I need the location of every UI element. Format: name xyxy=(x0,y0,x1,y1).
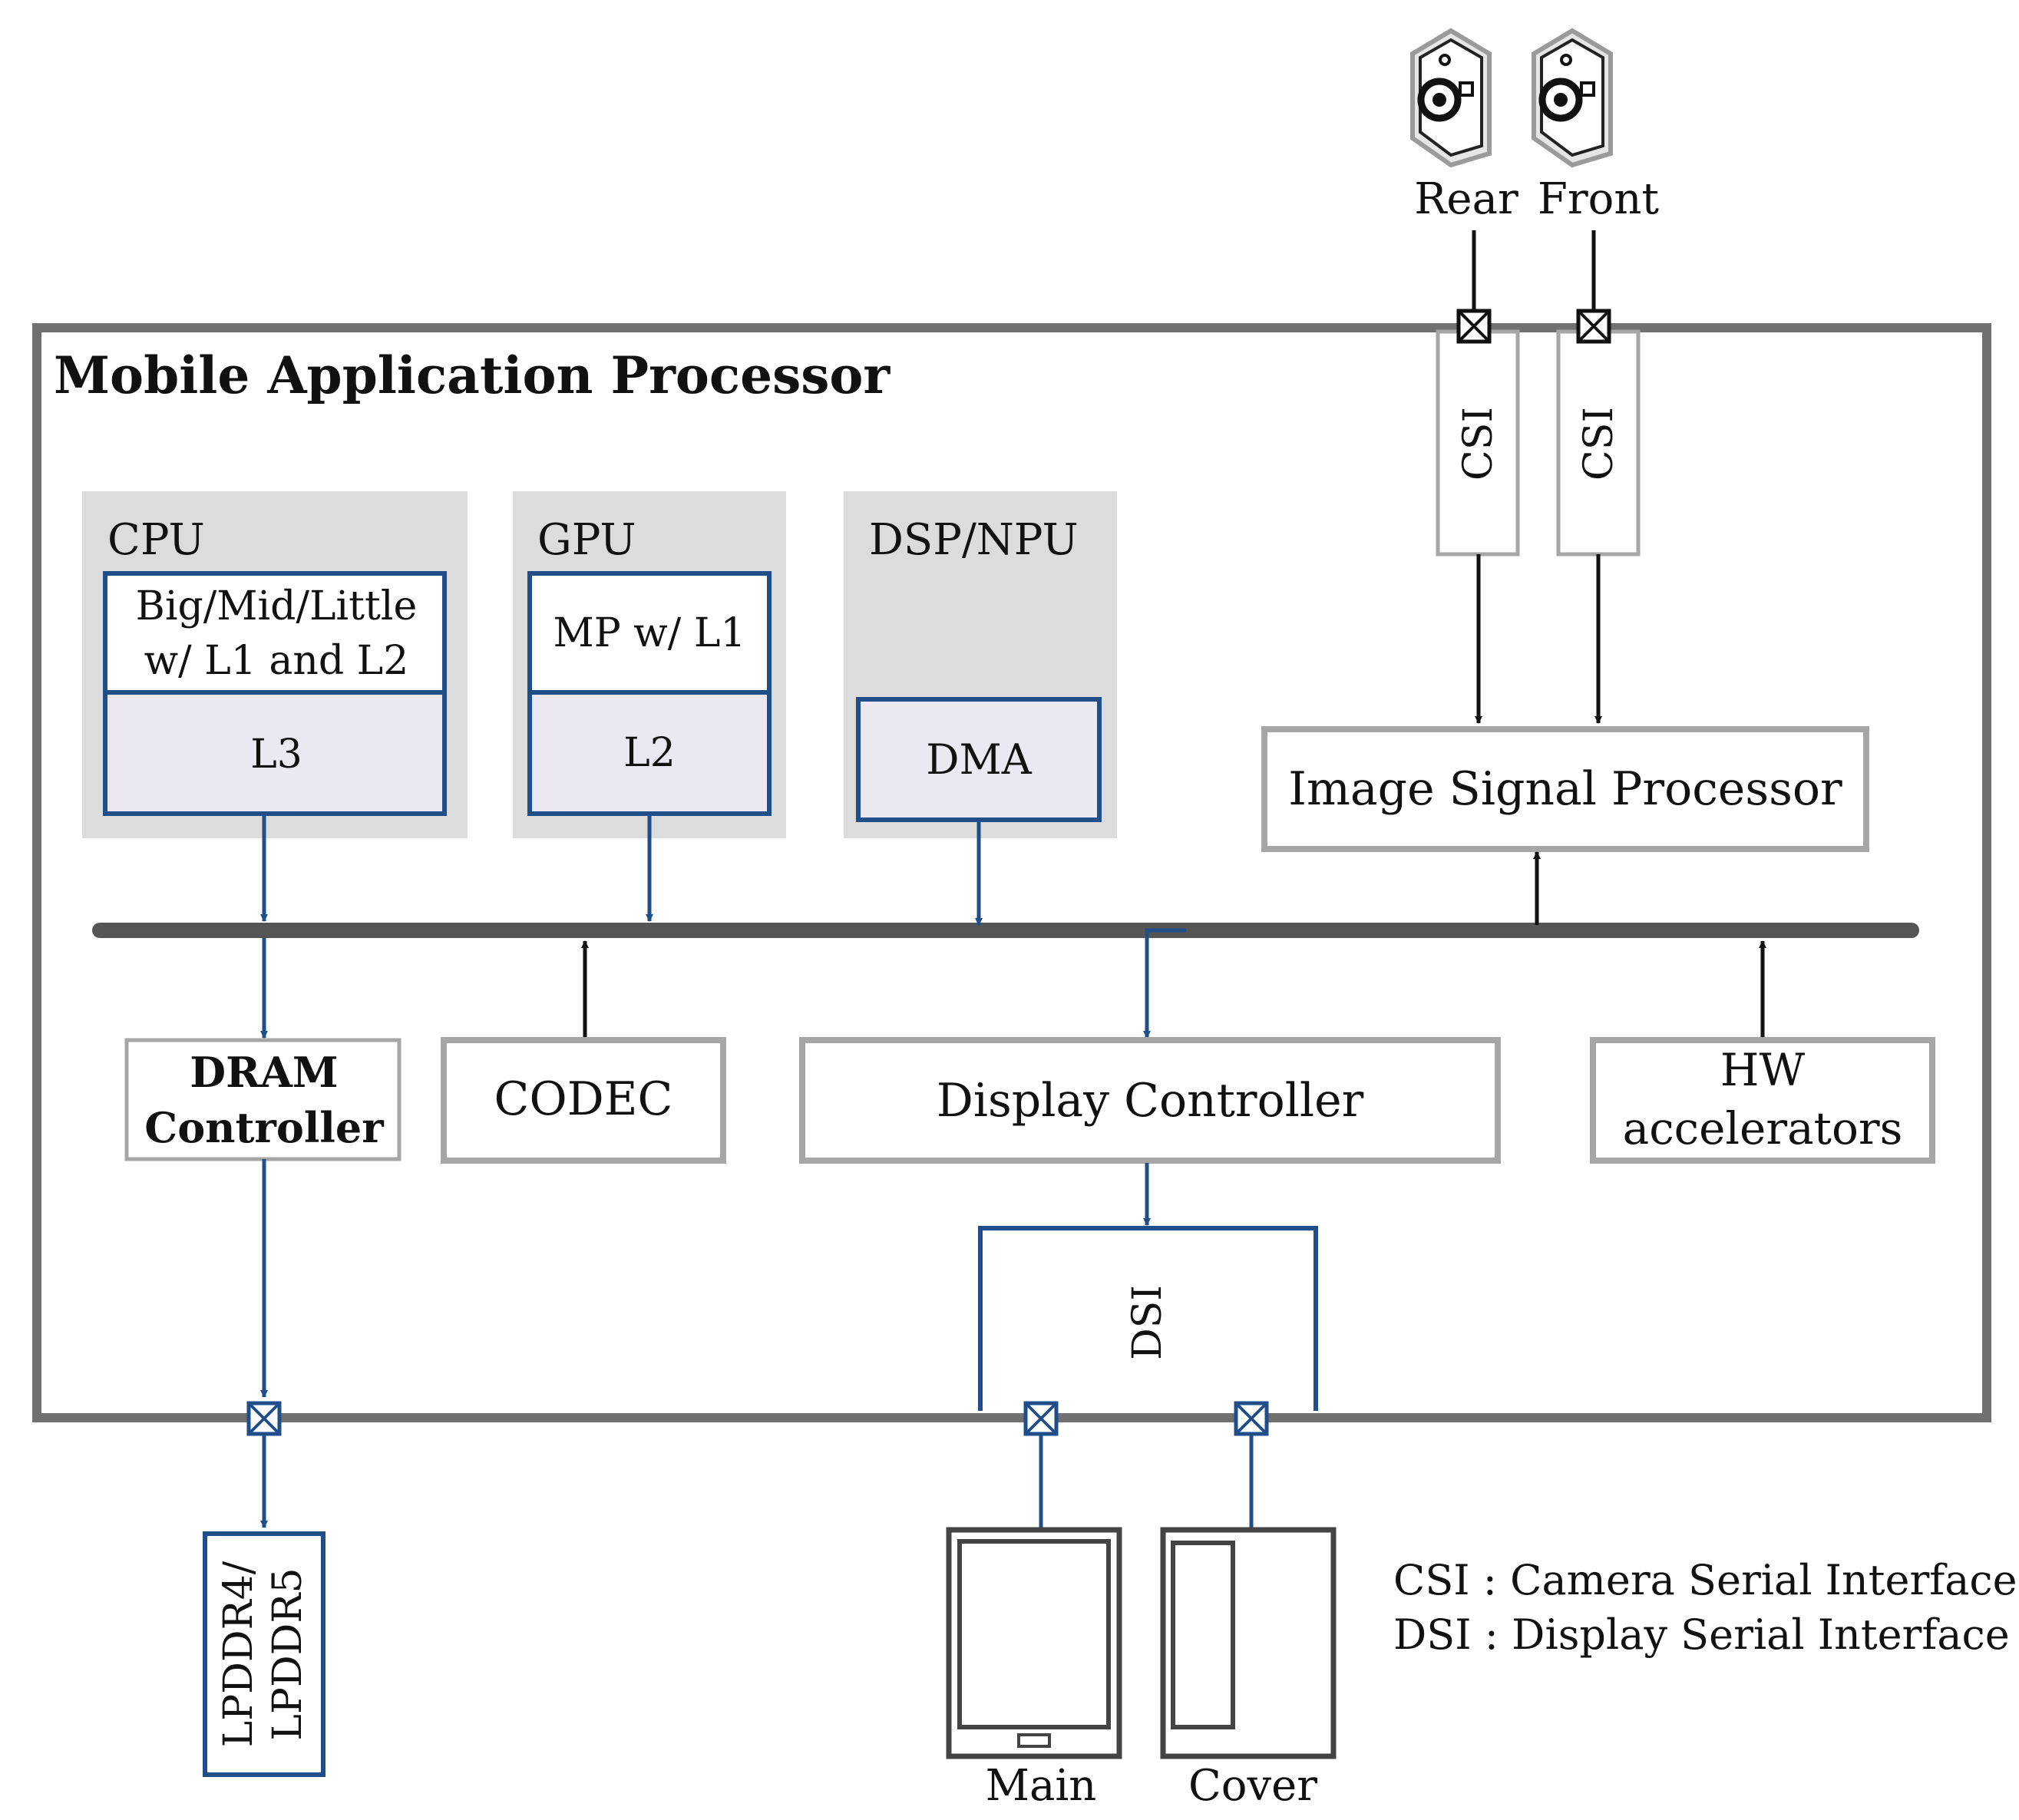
cpu-cores-line2: w/ L1 and L2 xyxy=(144,638,409,684)
dma-box xyxy=(856,697,1102,822)
dsp-npu-label: DSP/NPU xyxy=(869,515,1079,565)
cpu-l3-label: L3 xyxy=(250,732,302,778)
csi-front-label: CSI xyxy=(1576,407,1622,481)
dma-label: DMA xyxy=(926,735,1033,784)
cpu-cores-line1: Big/Mid/Little xyxy=(136,583,418,629)
lpddr-line1: LPDDR4/ xyxy=(216,1561,262,1747)
dram-pin xyxy=(246,1401,282,1436)
lpddr-line2: LPDDR5 xyxy=(265,1567,311,1740)
cpu-label: CPU xyxy=(107,515,205,565)
legend-csi: CSI : Camera Serial Interface xyxy=(1393,1556,2017,1604)
lpddr-memory-box xyxy=(203,1531,325,1777)
isp-label: Image Signal Processor xyxy=(1288,762,1842,816)
rear-camera-icon xyxy=(1410,28,1492,168)
dram-controller-line1: DRAM xyxy=(190,1048,338,1097)
dram-controller-box xyxy=(124,1038,401,1161)
codec-label: CODEC xyxy=(494,1072,673,1126)
gpu-l2-label: L2 xyxy=(623,730,676,776)
front-csi-pin xyxy=(1576,309,1611,344)
codec-box xyxy=(441,1037,726,1164)
gpu-l2-box xyxy=(527,690,772,816)
gpu-label: GPU xyxy=(537,515,636,565)
dsi-main-pin xyxy=(1023,1401,1059,1436)
gpu-cores-label: MP w/ L1 xyxy=(553,610,746,656)
hw-accelerators-line1: HW xyxy=(1720,1044,1806,1096)
display-controller-label: Display Controller xyxy=(937,1074,1364,1128)
cover-display-icon xyxy=(1160,1527,1337,1759)
page-title: Mobile Application Processor xyxy=(54,345,891,405)
display-controller-box xyxy=(799,1037,1501,1164)
bus-to-display-arrow xyxy=(1143,928,1186,1039)
cover-display-label: Cover xyxy=(1188,1761,1317,1811)
cpu-cores-box xyxy=(103,571,447,695)
cpu-l3-box xyxy=(103,690,447,816)
dram-controller-line2: Controller xyxy=(144,1103,384,1152)
rear-camera-label: Rear xyxy=(1414,174,1518,224)
rear-csi-pin xyxy=(1456,309,1492,344)
front-camera-label: Front xyxy=(1538,174,1659,224)
hw-accelerators-box xyxy=(1590,1037,1935,1164)
dsi-cover-pin xyxy=(1234,1401,1269,1436)
main-display-label: Main xyxy=(986,1761,1097,1811)
hw-accelerators-line2: accelerators xyxy=(1623,1102,1903,1154)
isp-box xyxy=(1261,726,1869,852)
front-camera-icon xyxy=(1532,28,1613,168)
main-display-icon xyxy=(946,1527,1122,1759)
dsi-box xyxy=(978,1226,1318,1411)
legend-dsi: DSI : Display Serial Interface xyxy=(1393,1610,2010,1659)
dsi-label: DSI xyxy=(1125,1285,1171,1360)
csi-rear-label: CSI xyxy=(1456,407,1502,481)
processor-frame xyxy=(32,323,1991,1422)
